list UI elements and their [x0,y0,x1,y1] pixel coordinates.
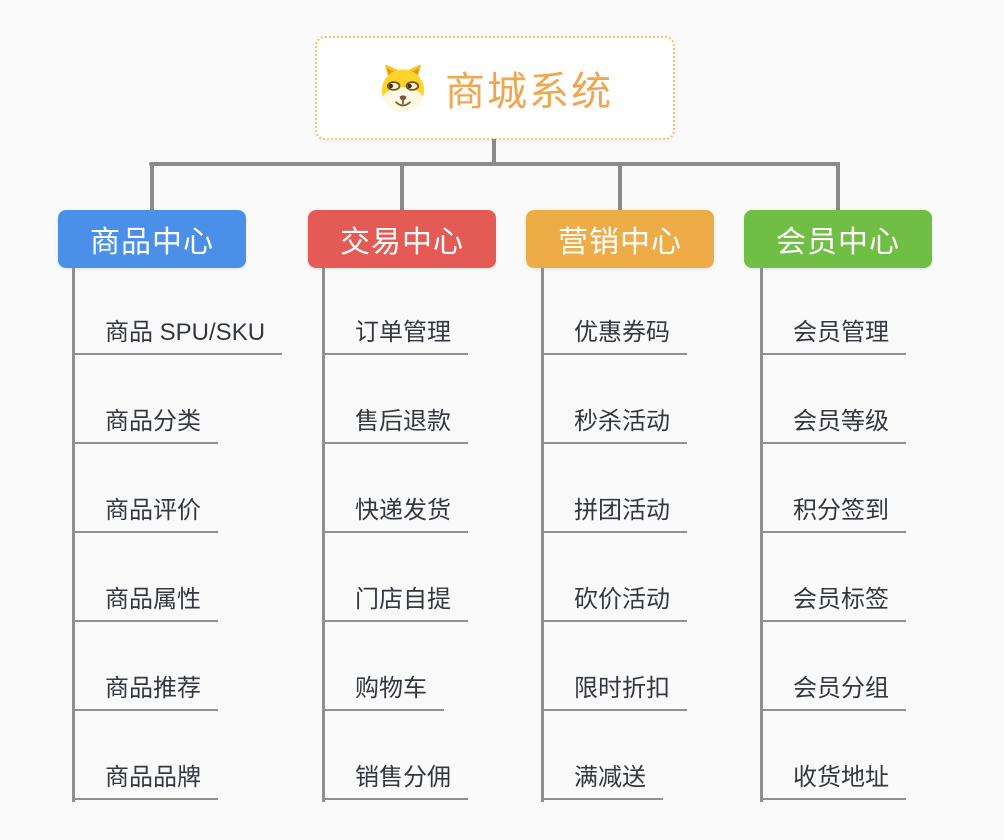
branch-trunk-product-center [72,268,75,802]
branch-node-marketing-center[interactable]: 营销中心 [526,210,714,268]
leaf-node[interactable]: 优惠券码 [541,319,687,355]
leaf-node[interactable]: 会员分组 [760,675,906,711]
leaf-node[interactable]: 订单管理 [322,319,468,355]
leaf-node[interactable]: 满减送 [541,764,663,800]
leaf-node[interactable]: 商品推荐 [72,675,218,711]
leaf-node[interactable]: 商品评价 [72,497,218,533]
branch-node-member-center[interactable]: 会员中心 [744,210,932,268]
connector-horizontal-bus [149,162,839,166]
connector-drop-product-center [150,162,154,210]
branch-trunk-trade-center [322,268,325,802]
branch-node-trade-center[interactable]: 交易中心 [308,210,496,268]
leaf-node[interactable]: 售后退款 [322,408,468,444]
leaf-node[interactable]: 购物车 [322,675,444,711]
leaf-node[interactable]: 商品分类 [72,408,218,444]
leaf-node[interactable]: 积分签到 [760,497,906,533]
leaf-node[interactable]: 会员等级 [760,408,906,444]
leaf-node[interactable]: 门店自提 [322,586,468,622]
leaf-node[interactable]: 秒杀活动 [541,408,687,444]
leaf-node[interactable]: 商品品牌 [72,764,218,800]
leaf-node[interactable]: 销售分佣 [322,764,468,800]
root-node-mall-system[interactable]: 商城系统 [315,36,675,140]
leaf-node[interactable]: 砍价活动 [541,586,687,622]
leaf-node[interactable]: 快递发货 [322,497,468,533]
leaf-node[interactable]: 商品属性 [72,586,218,622]
branch-trunk-marketing-center [541,268,544,802]
connector-root-drop [492,139,496,165]
connector-drop-trade-center [400,162,404,210]
leaf-node[interactable]: 拼团活动 [541,497,687,533]
leaf-node[interactable]: 会员标签 [760,586,906,622]
leaf-node[interactable]: 收货地址 [760,764,906,800]
leaf-node[interactable]: 限时折扣 [541,675,687,711]
branch-node-product-center[interactable]: 商品中心 [58,210,246,268]
doge-dog-icon [381,64,425,112]
root-node-label: 商城系统 [445,70,613,114]
connector-drop-marketing-center [618,162,622,210]
leaf-node[interactable]: 会员管理 [760,319,906,355]
leaf-node[interactable]: 商品 SPU/SKU [72,319,283,355]
connector-drop-member-center [836,162,840,210]
branch-trunk-member-center [760,268,763,802]
